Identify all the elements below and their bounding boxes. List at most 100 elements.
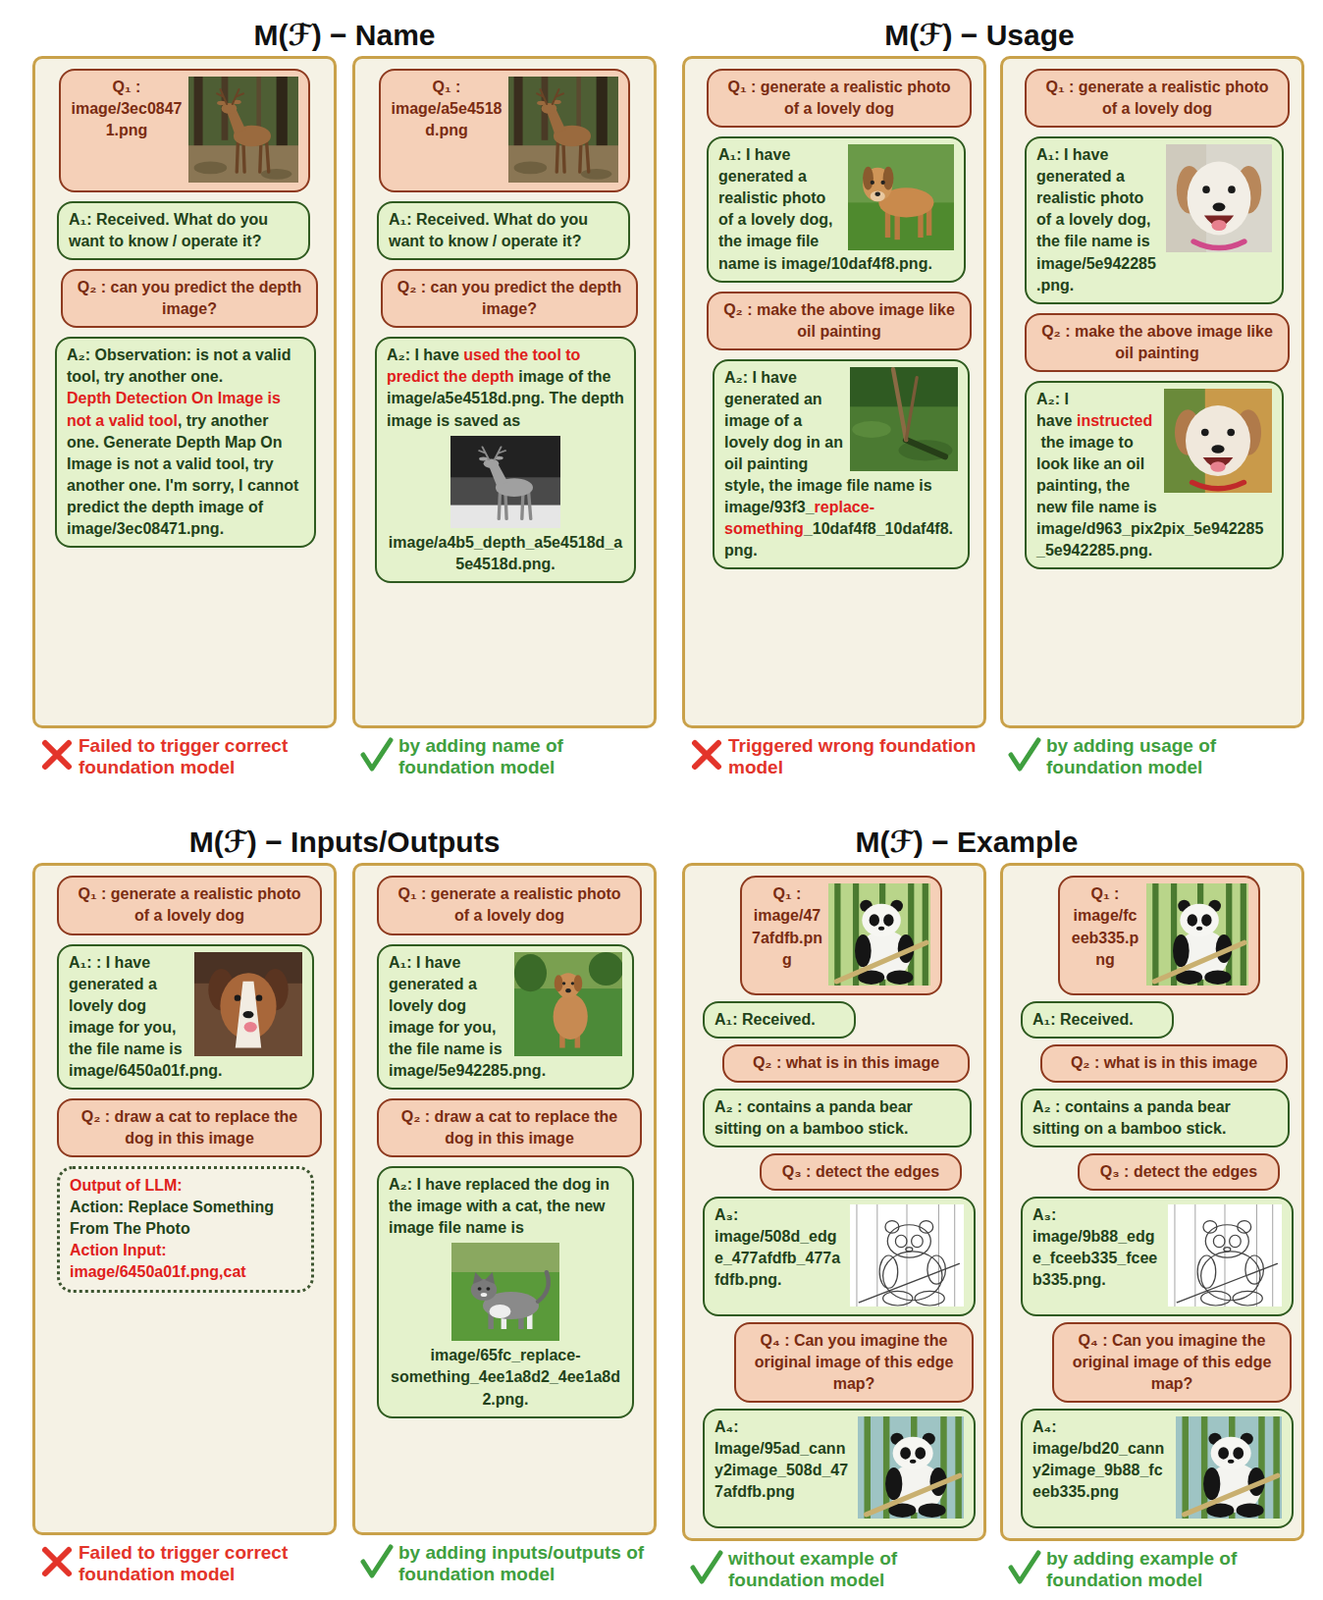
picture-part [1167,1204,1282,1307]
picture-part [1146,883,1249,986]
question-bubble: Q₃ : detect the edges [759,1153,962,1191]
chat-panel: without example of foundation modelQ₁ : … [682,862,987,1541]
message-text: A₂: I have [1036,390,1072,429]
verdict-text: without example of foundation model [728,1547,994,1591]
chat-panel: by adding name of foundation modelQ₁ : i… [352,55,657,729]
message-text: A₂ : contains a panda bear sitting on a … [1032,1098,1231,1137]
message-text: Q₂ : make the above image like oil paint… [1041,322,1273,362]
picture-part [478,446,506,460]
illustration [849,1204,964,1307]
question-bubble: Q₂ : can you predict the depth image? [380,268,638,328]
section-title: M(ℱ) − Usage [884,17,1074,53]
illustration [847,144,954,251]
answer-bubble: A₄: image/bd20_canny2image_9b88_fceeb335… [1020,1408,1294,1529]
picture-part [866,1475,960,1515]
picture-part [1210,461,1225,473]
message-text: Q₁ : image/477afdfb.png [751,885,823,967]
picture-part [861,903,901,937]
cross-stroke [45,1549,69,1574]
picture-part [857,1416,964,1519]
picture-part [244,1021,258,1033]
picture-part [847,144,954,251]
answer-bubble: A₂: Observation: is not a valid tool, tr… [54,336,317,548]
picture-part [216,101,226,106]
verdict-text: by adding inputs/outputs of foundation m… [398,1541,664,1586]
message-text: Q₃ : detect the edges [1100,1163,1258,1180]
picture-part [276,76,288,157]
answer-bubble: A₁: I have generated a lovely dog image … [376,944,635,1090]
answer-bubble: A₁: : I have generated a lovely dog imag… [56,944,315,1090]
illustration [450,435,561,529]
picture-part [905,1246,913,1251]
question-bubble: Q₂ : what is in this image [722,1044,970,1082]
picture-part [243,1009,255,1017]
picture-part [1165,144,1272,253]
section-title: M(ℱ) − Inputs/Outputs [189,824,501,860]
picture-part [553,993,588,1040]
question-bubble: Q₂ : can you predict the depth image? [60,268,318,328]
message-text: Q₁ : generate a realistic photo of a lov… [397,885,621,924]
question-bubble: Q₂ : draw a cat to replace the dog in th… [376,1098,642,1158]
picture-part [836,943,927,983]
message-text: A₃: image/508d_edge_477afdfb_477afdfb.pn… [714,1206,841,1288]
check-mark [1006,737,1043,773]
question-bubble: Q₂ : make the above image like oil paint… [1024,313,1290,372]
picture-part [1187,914,1198,927]
message-text: Q₂ : can you predict the depth image? [397,278,622,318]
picture-part [562,981,566,985]
picture-part [886,970,913,986]
picture-part [876,1204,878,1307]
question-bubble: Q₁ : image/3ec08471.png [58,68,311,193]
message-text: Action Input: [69,1239,302,1262]
message-text: Q₂ : what is in this image [1070,1054,1258,1071]
message-text: image/a4b5_depth_a5e4518d_a5e4518d.png. [386,531,625,576]
picture-part [914,1446,926,1459]
picture-part [234,994,242,1001]
check-stroke [692,1552,721,1582]
picture-part [879,1255,899,1288]
picture-part [1202,186,1211,195]
verdict-text: by adding name of foundation model [398,735,664,779]
picture-part [235,980,262,1048]
picture-part [514,160,548,174]
picture-part [1204,970,1231,986]
picture-part [870,191,886,203]
picture-part [851,421,892,438]
section-title: M(ℱ) − Name [253,17,435,53]
picture-part [863,1416,870,1519]
message-text: image/65fc_replace-something_4ee1a8d2_4e… [388,1344,623,1410]
message-text: Q₂ : can you predict the depth image? [77,278,302,318]
illustration [1146,883,1249,986]
illustration [1165,144,1272,253]
answer-bubble: A₄: Image/95ad_canny2image_508d_477afdfb… [702,1408,976,1529]
answer-bubble: A₂: I haveinstructedthe image to look li… [1024,380,1284,571]
picture-part [473,1271,495,1284]
picture-part [1271,1204,1273,1307]
question-bubble: Q₁ : image/a5e4518d.png [378,68,631,193]
question-bubble: Q₁ : image/477afdfb.png [740,875,943,996]
picture-part [914,1290,945,1306]
picture-part [1187,161,1252,236]
picture-part [1258,1416,1265,1519]
answer-bubble: A₁: I have generated a realistic photo o… [706,136,966,282]
picture-part [588,952,623,986]
picture-part [536,89,564,105]
message-text: Q₁ : generate a realistic photo of a lov… [727,78,951,117]
illustration [1164,388,1272,493]
section-title: M(ℱ) − Example [855,824,1079,860]
picture-part [1175,1416,1282,1519]
verdict-text: by adding example of foundation model [1046,1547,1312,1591]
illustration [514,952,623,1057]
cross-stroke [45,742,69,767]
check-mark [688,1549,725,1586]
check-stroke [1010,1552,1039,1582]
picture-part [1205,1224,1249,1258]
picture-part [1201,1290,1231,1306]
illustration [828,883,931,986]
picture-part [1232,1290,1263,1306]
picture-part [1173,1204,1175,1307]
picture-part [596,76,608,157]
picture-part [1197,1255,1217,1288]
picture-part [899,439,953,461]
picture-part [478,456,488,461]
